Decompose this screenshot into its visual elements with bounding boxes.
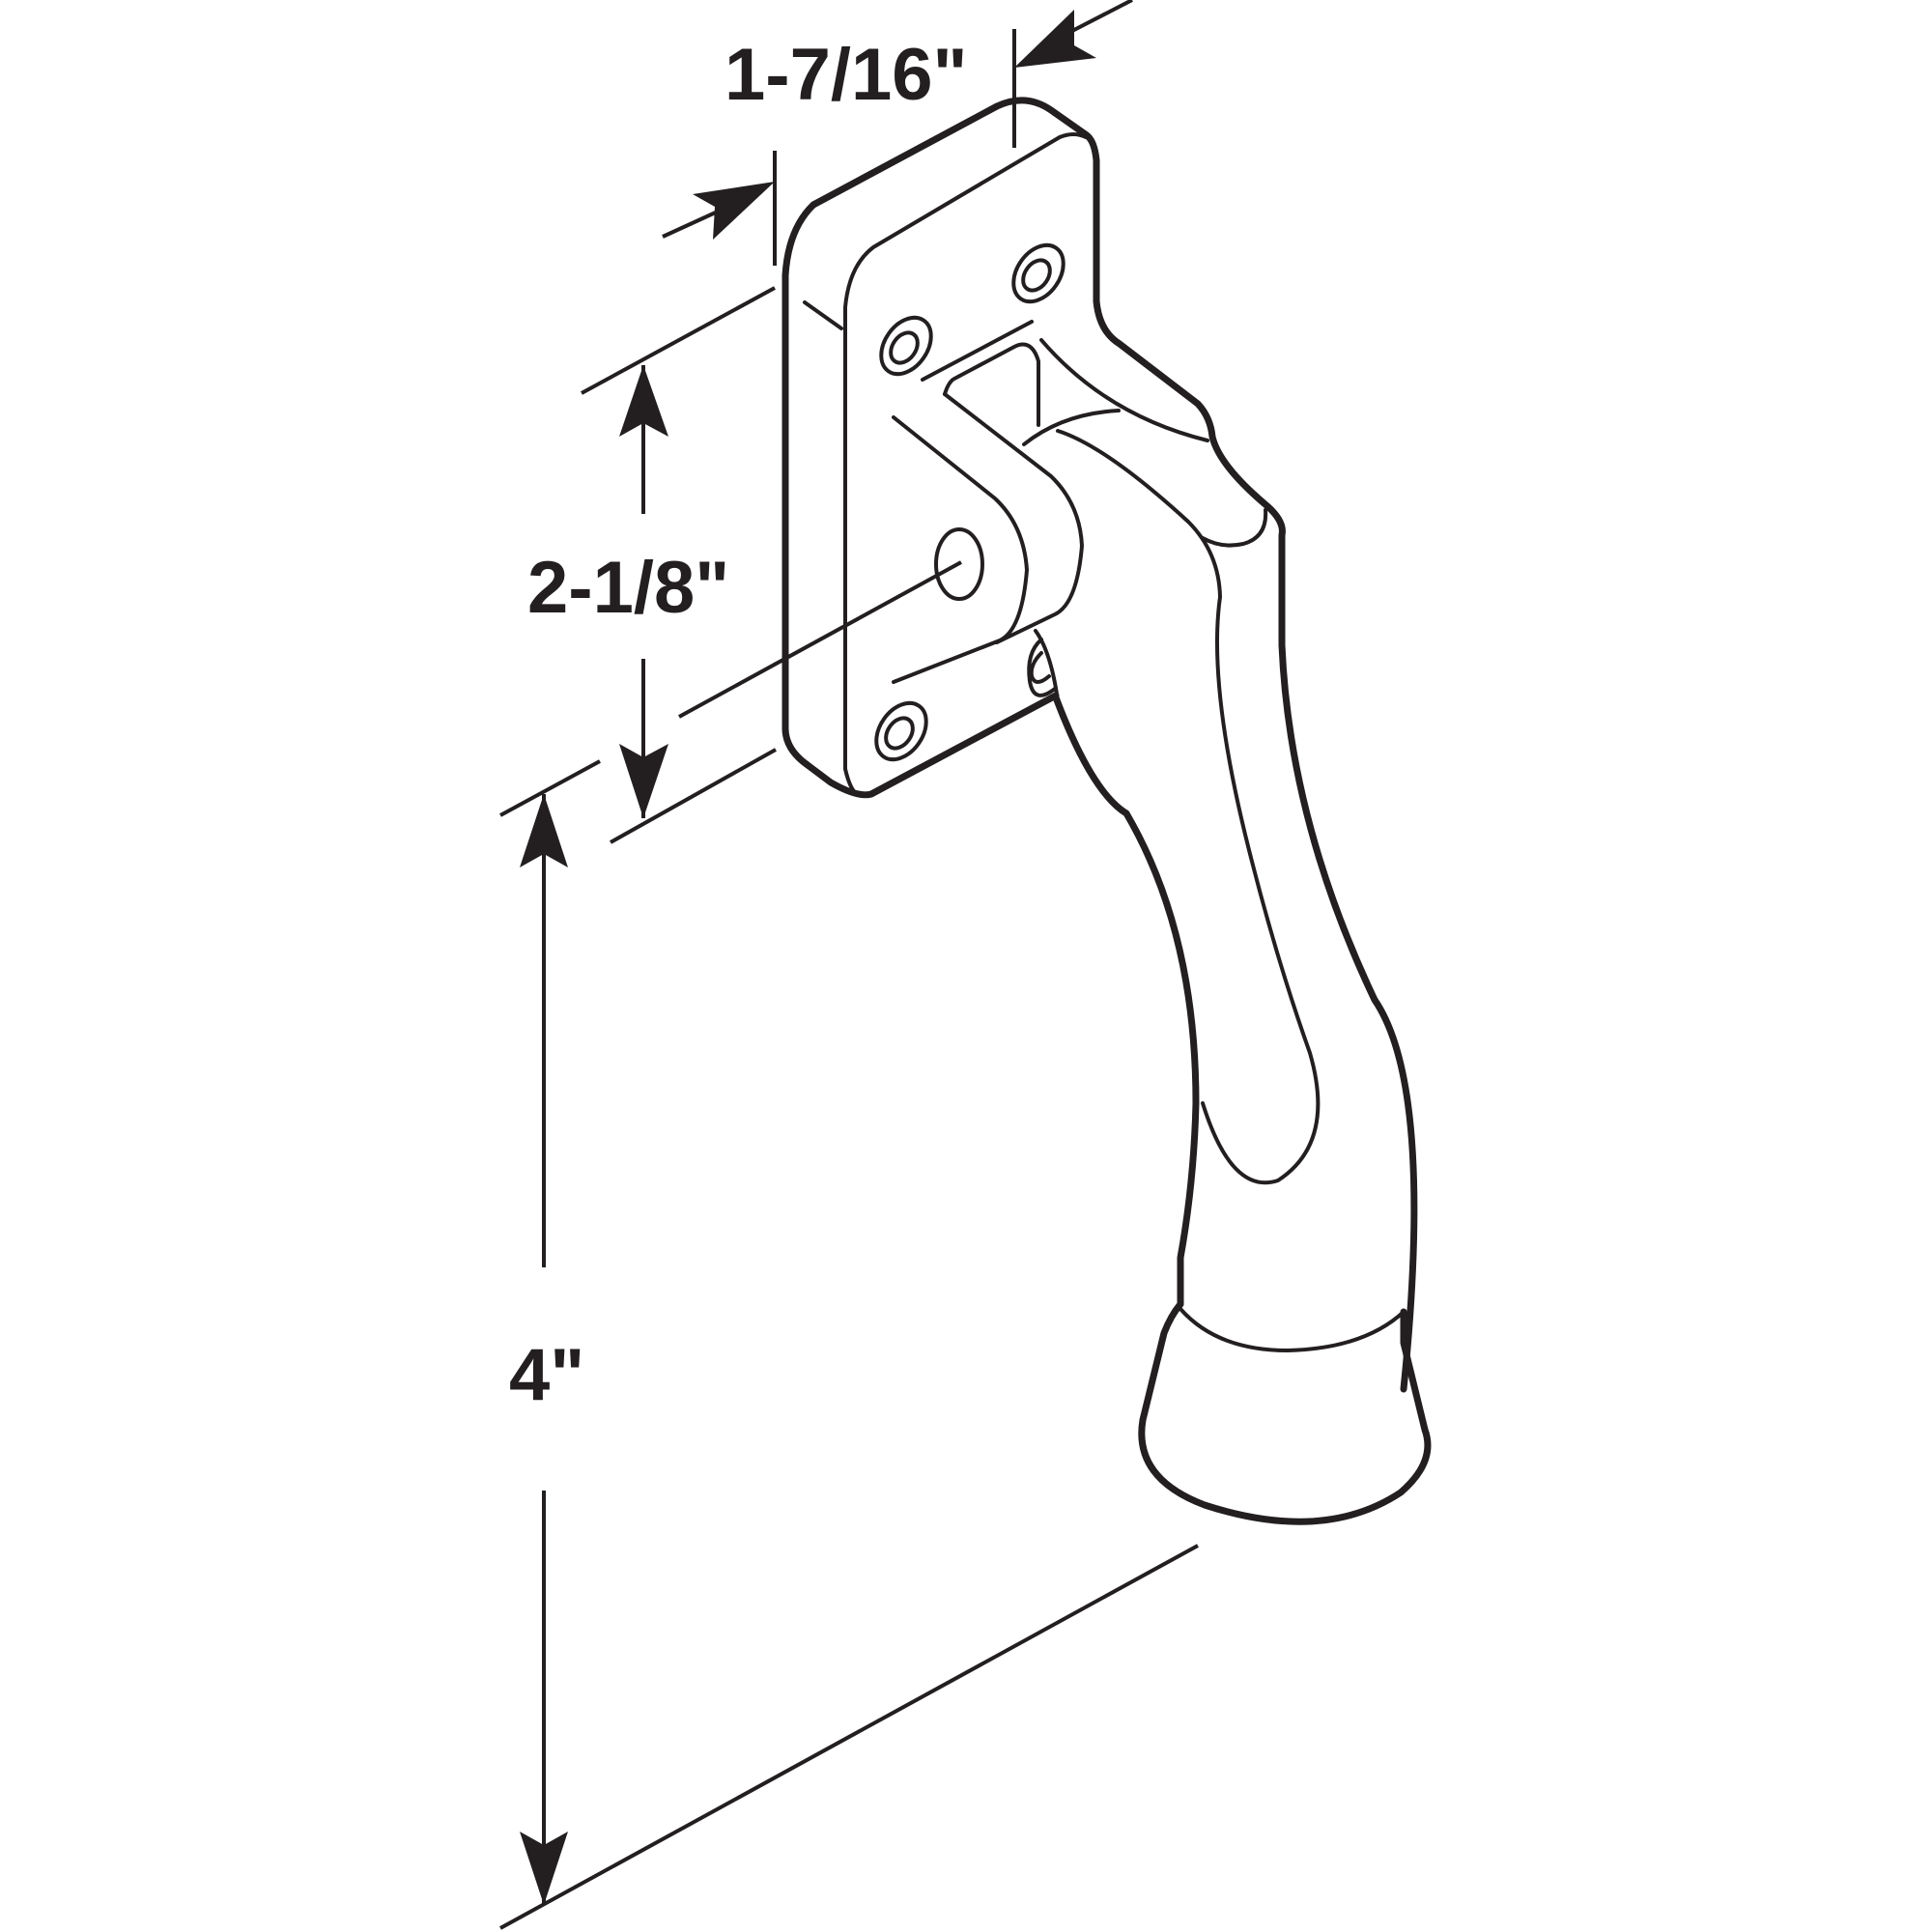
base-plate-inner-bevel: [843, 132, 1088, 797]
dimension-hole-spacing: 2-1/8": [527, 286, 962, 844]
arm-outer-front[interactable]: [1052, 694, 1200, 1308]
screw-hole-bottom-right: [1027, 638, 1057, 697]
screw-hole-top-right: [1011, 242, 1065, 304]
center-boss-top: [921, 320, 1034, 382]
center-boss-outline: [892, 415, 1029, 684]
depth-arrow-line-right: [1069, 0, 1133, 34]
handle-part: [781, 97, 1432, 1525]
arm-inner-front: [1056, 429, 1321, 1185]
spacing-arrowhead-down: [619, 744, 668, 818]
length-extension-line-top: [499, 759, 601, 817]
dimension-depth: 1-7/16": [662, 0, 1133, 266]
spacing-extension-line-top: [581, 286, 776, 395]
knob-collar: [1179, 1307, 1406, 1352]
depth-arrow-line-left: [662, 209, 721, 239]
center-boss-cap: [943, 342, 1040, 427]
knob-outline[interactable]: [1138, 1300, 1432, 1525]
length-extension-line-bottom: [499, 1544, 1199, 1930]
depth-arrowhead-left: [693, 182, 775, 240]
length-arrowhead-up: [520, 794, 568, 867]
length-arrowhead-down: [520, 1832, 568, 1905]
screw-hole-top-left: [879, 315, 933, 377]
center-boss-inner: [943, 392, 1084, 644]
dimension-length: 4": [499, 759, 1199, 1930]
center-boss-lower-tick: [1034, 629, 1060, 702]
center-boss-stem: [1022, 409, 1121, 446]
length-label: 4": [509, 1334, 584, 1416]
base-plate-outline: [810, 97, 1418, 1393]
depth-label: 1-7/16": [724, 34, 968, 116]
screw-hole-bottom-left: [874, 700, 928, 762]
spacing-extension-line-middle: [678, 560, 962, 719]
depth-arrowhead-right: [1014, 10, 1096, 68]
spacing-extension-line-bottom: [610, 748, 777, 844]
spacing-arrowhead-up: [619, 365, 668, 437]
arm-knuckle: [1201, 508, 1268, 548]
center-hole: [934, 527, 984, 601]
hole-spacing-label: 2-1/8": [527, 547, 729, 629]
arm-upper-curve: [1039, 338, 1209, 442]
center-slot-top-line: [803, 300, 843, 330]
